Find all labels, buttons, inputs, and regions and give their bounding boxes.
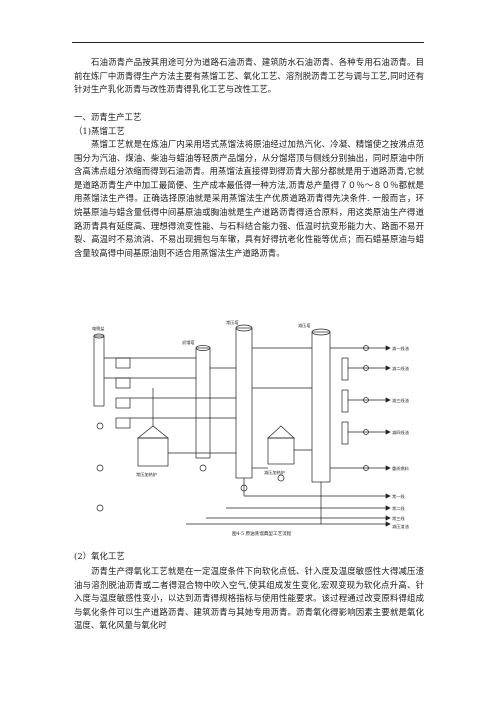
atmospheric-column xyxy=(235,327,253,479)
subheading-distillation: （1)蒸馏工艺 xyxy=(74,126,125,136)
label-furnace-a: 常压加热炉 xyxy=(136,471,157,478)
label-desalter: 电脱盐 xyxy=(92,325,105,332)
vacuum-column xyxy=(311,331,331,483)
figure-caption: 图4-5 原油蒸馏典型工艺流程 xyxy=(232,532,292,537)
label-tower-b: 常压塔 xyxy=(226,319,239,326)
output-label-9: 减压渣油 xyxy=(392,523,409,530)
output-label-6: 常一线 xyxy=(392,493,405,500)
process-flow-diagram: 电脱盐 初馏塔 常压塔 减压塔 常压加热炉 减压加热炉 减一线油 减二线油 减三… xyxy=(92,319,410,530)
output-label-2: 减二线油 xyxy=(392,365,409,372)
label-tower-a: 初馏塔 xyxy=(182,339,195,346)
output-label-4: 减四线油 xyxy=(392,429,409,436)
subheading-oxidation: (2）氧化工艺 xyxy=(74,551,125,561)
header-rule xyxy=(72,42,424,43)
intro-paragraph: 石油沥青产品按其用途可分为道路石油沥青、建筑防水石油沥青、各种专用石油沥青。目前… xyxy=(74,57,424,95)
output-label-8: 常三线 xyxy=(392,515,405,522)
oxidation-paragraph: 沥青生产得氧化工艺就是在一定温度条件下向软化点低、针入度及温度敏感性大得减压渣油… xyxy=(74,566,424,631)
heater-a xyxy=(137,437,169,467)
distillation-paragraph: 蒸馏工艺就是在炼油厂内采用塔式蒸馏法将原油经过加热汽化、冷凝、精馏使之按沸点范围… xyxy=(74,139,424,258)
output-label-1: 减一线油 xyxy=(392,345,409,352)
label-tower-c: 减压塔 xyxy=(298,322,311,329)
section-heading: 一、沥青生产工艺 xyxy=(74,112,142,122)
heater-b xyxy=(267,437,295,465)
label-furnace-b: 减压加热炉 xyxy=(264,469,285,476)
output-label-5: 重质燃料 xyxy=(392,465,410,472)
output-label-7: 常二线 xyxy=(392,505,405,512)
output-label-3: 减三线油 xyxy=(392,397,409,404)
preflash-column xyxy=(195,347,211,459)
desalter-vessel xyxy=(93,335,105,407)
